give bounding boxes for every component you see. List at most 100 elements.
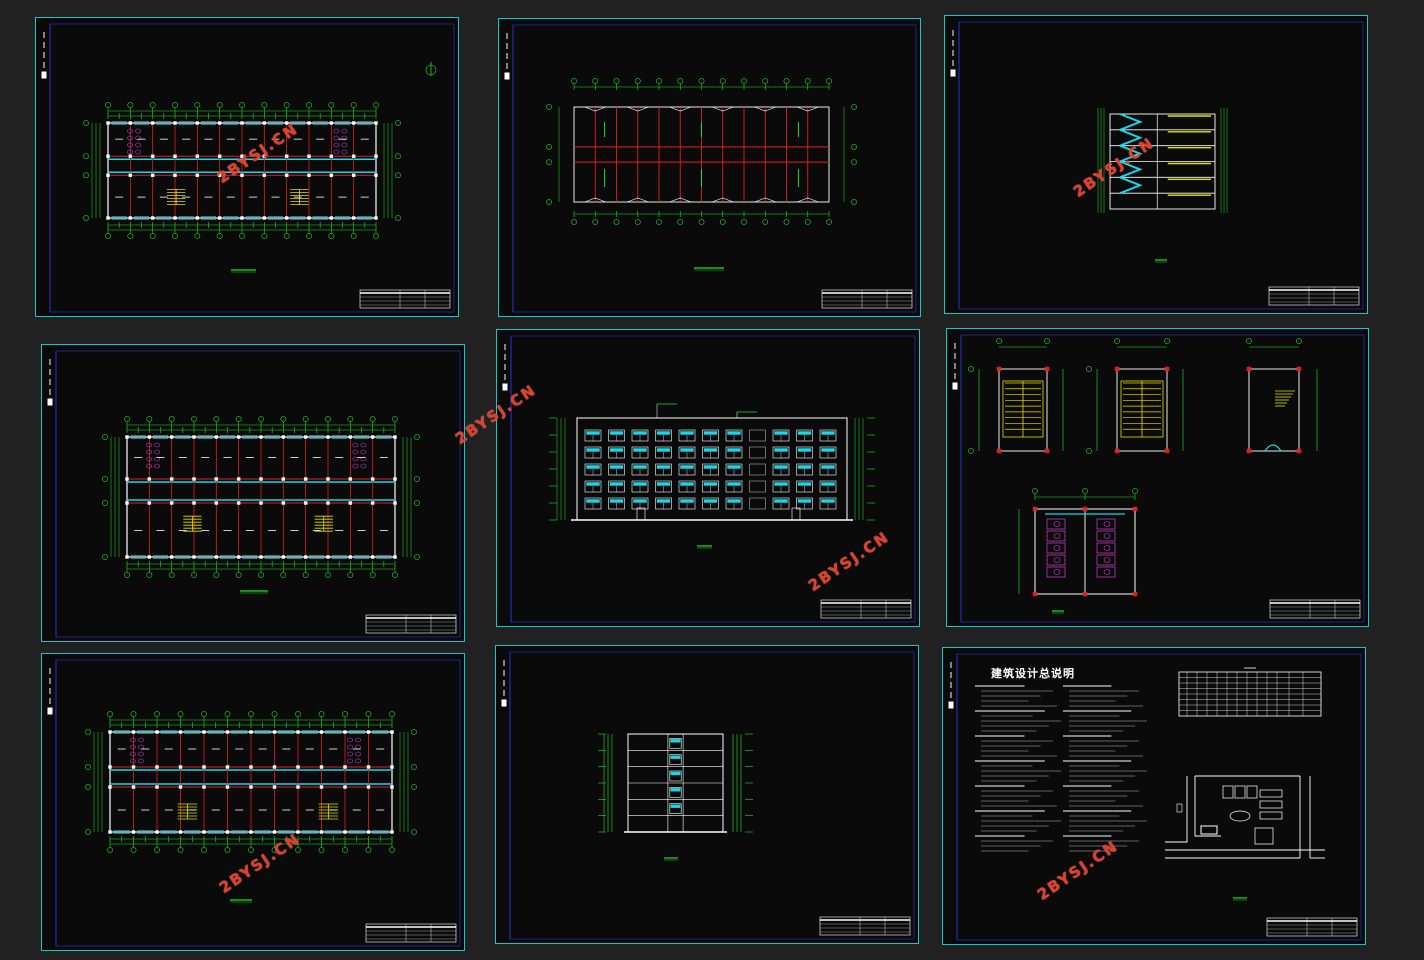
window [220,555,235,559]
sheet-plan-3[interactable] [41,653,465,951]
column [195,173,200,177]
axis-bubble [546,104,552,110]
column [281,477,286,481]
axis-bubble [411,729,417,735]
window-glass [727,499,741,503]
frame-mark [47,707,53,715]
axis-bubble [698,78,705,84]
sheet-plan-2[interactable] [41,344,465,642]
window [348,730,365,734]
frame-mark [502,383,508,391]
column [128,121,133,125]
column [192,435,196,439]
column [393,435,397,439]
sheet-design-notes[interactable]: 建筑设计总说明 [942,647,1366,945]
inner-frame [960,334,1365,623]
toilet-fixture [154,449,160,455]
axis-bubble [168,416,175,422]
toilet-fixture [1103,569,1111,575]
column [1164,448,1170,454]
column [1044,366,1050,372]
column [106,173,110,177]
column [131,765,136,769]
window-glass [797,499,812,503]
column [366,730,371,734]
stair-flight [1119,176,1143,195]
roof-slope [669,106,691,112]
toilet-fixture [333,149,340,155]
toilet-fixture [130,737,136,743]
axis-bubble [302,416,309,422]
roof-slope [627,197,649,203]
axis-bubble [634,78,641,84]
frame-mark [948,701,954,709]
window [278,730,295,734]
window [201,216,216,220]
column [296,730,300,734]
axis-bubble [261,102,268,108]
window-glass [586,465,600,469]
column [284,216,289,220]
axis-bubble [130,847,137,853]
axis-bubble [656,78,662,84]
column [108,830,112,834]
door-swing [1264,444,1282,452]
column [131,730,136,734]
column [303,435,308,439]
window-glass [797,465,812,469]
axis-bubble [389,847,395,853]
column [1114,366,1120,372]
axis-bubble [546,144,552,150]
sheet-side-elevation[interactable] [495,645,919,944]
column [178,730,183,734]
sheet-roof-structure[interactable] [498,18,921,317]
window [264,435,280,439]
column [307,216,311,220]
sheet-section[interactable] [944,15,1368,314]
window-glass [633,465,647,469]
window [178,216,194,220]
axis-bubble [414,554,420,560]
axis-bubble [295,847,301,853]
column [319,830,324,834]
axis-bubble [127,233,134,239]
column [128,173,133,177]
inner-frame [55,350,461,638]
column [319,785,324,789]
sheet-plan-1[interactable] [35,17,459,317]
column [147,555,152,559]
axis-bubble [105,233,111,239]
column [1114,448,1120,454]
axis-bubble [342,711,348,717]
window [153,435,168,439]
axis-bubble [851,159,857,165]
window-glass [680,465,694,469]
column [147,477,152,481]
column [173,121,177,125]
column [195,154,200,158]
axis-bubble [546,159,552,165]
toilet-fixture [130,751,136,757]
details-drawing [952,334,1365,623]
toilet-fixture [355,758,361,764]
sheet-stair-details[interactable] [946,328,1369,627]
window [376,555,392,559]
column [366,785,371,789]
window-glass [821,448,835,452]
column [192,477,196,481]
sheet-front-elevation[interactable] [496,329,920,627]
window [197,555,213,559]
frame-mark [47,398,53,406]
toilet-fixture [146,456,152,462]
window [312,121,328,125]
toilet-fixture [333,128,340,134]
window-glass [670,755,681,759]
window-glass [821,482,835,486]
site-green [1229,810,1251,822]
window-glass [680,448,694,452]
axis-bubble [1164,338,1170,344]
window [357,216,373,220]
toilet-fixture [138,737,144,743]
axis-bubble [102,476,108,482]
axis-bubble [124,416,130,422]
